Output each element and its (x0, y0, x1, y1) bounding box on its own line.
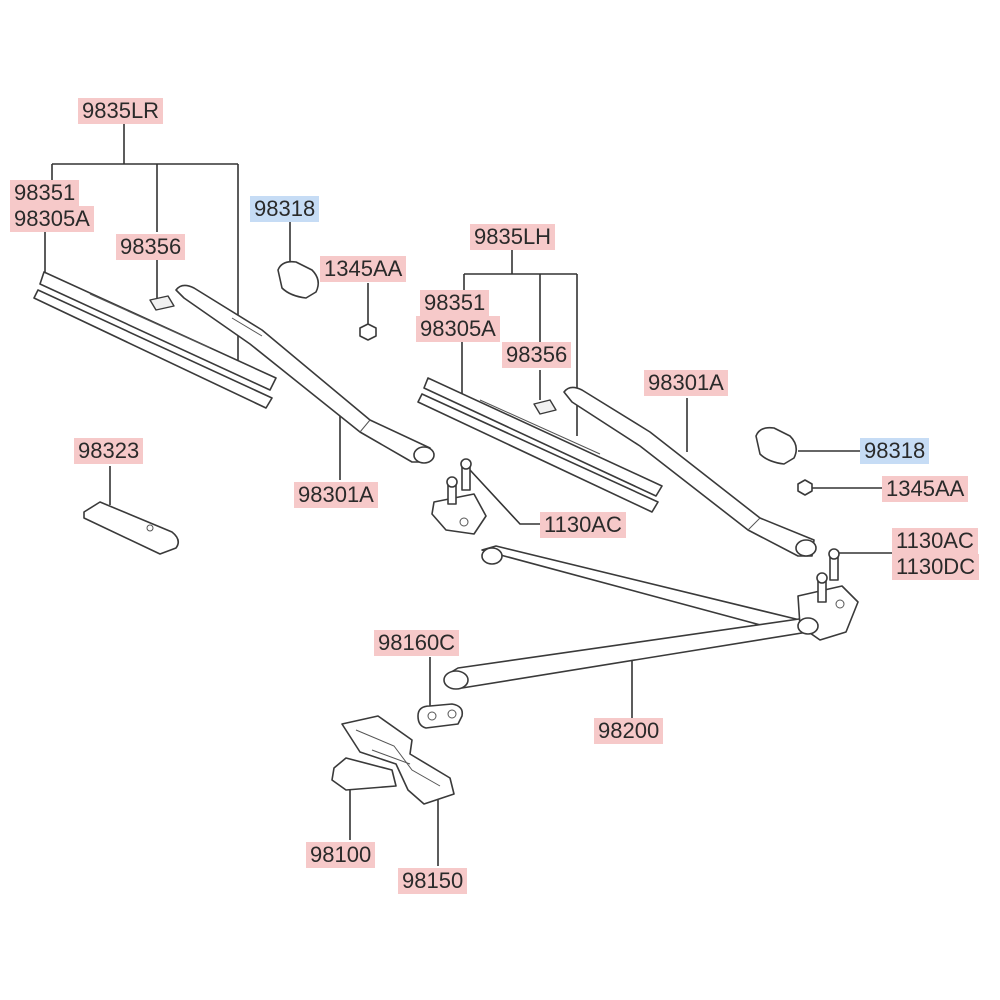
label-1130DC-right[interactable]: 1130DC (892, 554, 980, 580)
label-98318-right[interactable]: 98318 (860, 438, 930, 464)
motor-bracket[interactable] (341, 715, 455, 805)
label-98351-left[interactable]: 98351 (10, 180, 80, 206)
label-98150[interactable]: 98150 (398, 868, 468, 894)
right-wiper-arm[interactable] (563, 386, 817, 557)
label-1345AA-left[interactable]: 1345AA (320, 256, 407, 282)
label-98301A-right[interactable]: 98301A (644, 370, 728, 396)
left-pivot-cap[interactable] (277, 260, 320, 299)
label-98100[interactable]: 98100 (306, 842, 376, 868)
label-98323[interactable]: 98323 (74, 438, 144, 464)
label-98351-right[interactable]: 98351 (420, 290, 490, 316)
left-nut[interactable] (359, 323, 377, 341)
cowl-cover[interactable] (83, 501, 180, 555)
label-98200[interactable]: 98200 (594, 718, 664, 744)
left-wiper-arm[interactable] (175, 284, 435, 464)
left-wiper-blade[interactable] (33, 271, 277, 409)
right-wiper-blade[interactable] (417, 377, 663, 513)
left-pivot-bolt[interactable] (460, 458, 472, 491)
label-98305A-left[interactable]: 98305A (10, 206, 94, 232)
wiper-linkage[interactable] (431, 476, 859, 690)
label-1130AC-right[interactable]: 1130AC (892, 528, 978, 554)
right-nut[interactable] (797, 479, 813, 496)
label-98356-right[interactable]: 98356 (502, 342, 572, 368)
label-9835LH[interactable]: 9835LH (470, 224, 556, 250)
label-1130AC-left[interactable]: 1130AC (540, 512, 626, 538)
grommet[interactable] (417, 703, 464, 729)
label-1345AA-right[interactable]: 1345AA (882, 476, 969, 502)
leader-lines (44, 124, 892, 866)
label-98160C[interactable]: 98160C (374, 630, 460, 656)
label-98318-left[interactable]: 98318 (250, 196, 320, 222)
label-98356-left[interactable]: 98356 (116, 234, 186, 260)
label-98305A-right[interactable]: 98305A (416, 316, 500, 342)
right-pivot-bolt[interactable] (828, 548, 840, 581)
label-9835LR[interactable]: 9835LR (78, 98, 164, 124)
right-pivot-cap[interactable] (755, 426, 798, 465)
label-98301A-left[interactable]: 98301A (294, 482, 378, 508)
wiper-motor[interactable] (331, 757, 397, 791)
